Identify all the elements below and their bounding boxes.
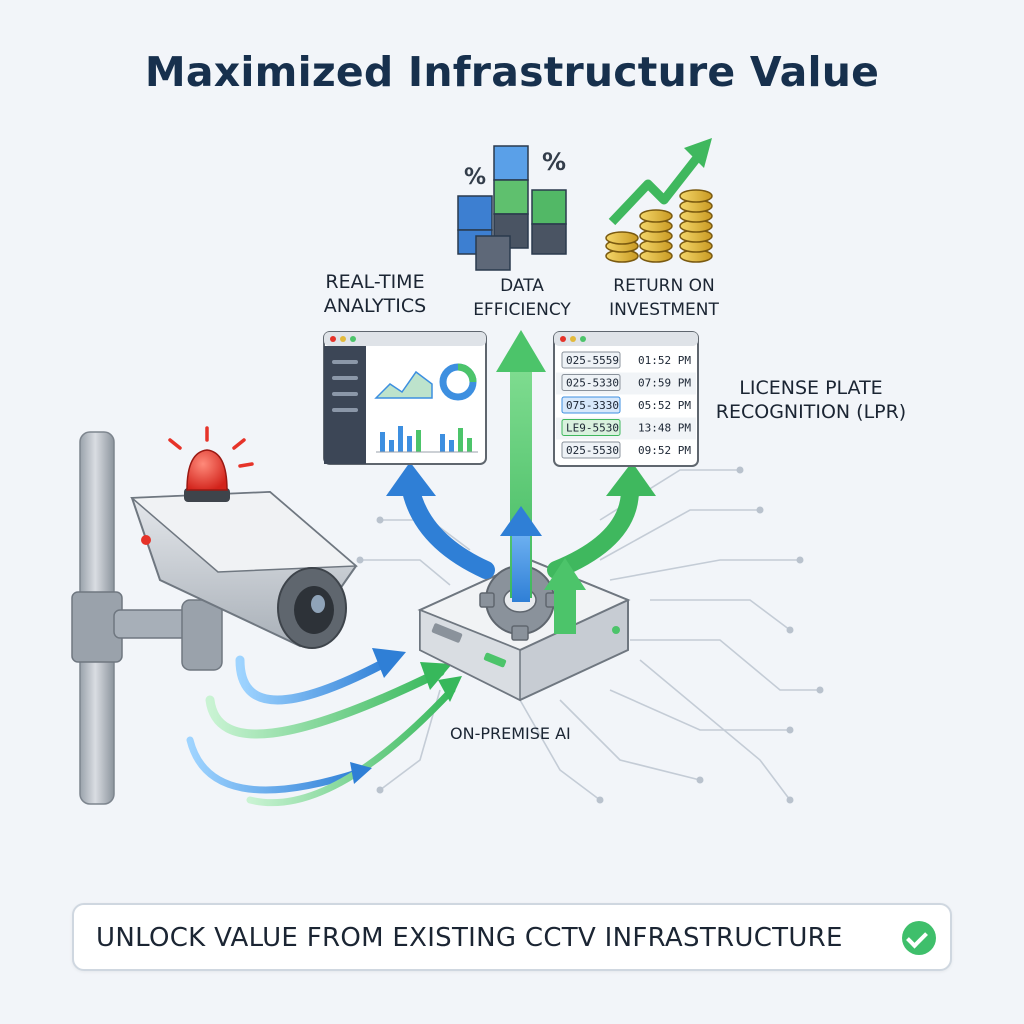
plate-number: 025-5559	[566, 354, 619, 367]
output-arrow-lpr	[544, 462, 656, 634]
check-circle-icon	[902, 921, 936, 955]
data-cubes-icon	[457, 145, 567, 271]
label-lpr: LICENSE PLATE RECOGNITION (LPR)	[715, 377, 907, 423]
plate-number: 025-5330	[566, 377, 619, 390]
label-realtime-analytics: REAL-TIME ANALYTICS	[323, 271, 427, 317]
lpr-panel: 025-5559 01:52 PM 025-5330 07:59 PM 075-3330…	[553, 331, 699, 467]
plate-time: 13:48 PM	[638, 422, 691, 435]
plate-tag	[561, 441, 621, 459]
camera-pole	[71, 431, 205, 805]
circuit-traces	[360, 469, 820, 801]
coin-stack-icon	[605, 189, 713, 263]
label-on-premise-ai: ON-PREMISE AI	[450, 724, 571, 743]
plate-time: 05:52 PM	[638, 399, 691, 412]
plate-tag	[561, 374, 621, 391]
banner-text: UNLOCK VALUE FROM EXISTING CCTV INFRASTR…	[96, 923, 843, 953]
plate-tag	[561, 419, 621, 436]
label-data-efficiency: DATA EFFICIENCY	[473, 276, 571, 320]
camera-stream-arrows	[186, 655, 456, 807]
page-title: Maximized Infrastructure Value	[144, 48, 880, 96]
output-arrow-realtime	[386, 462, 495, 579]
stream-arrowheads	[350, 648, 462, 784]
cctv-camera-icon	[130, 490, 358, 671]
alarm-light-icon	[168, 426, 254, 502]
roi-growth-arrow-icon	[608, 138, 712, 226]
label-roi: RETURN ON INVESTMENT	[609, 276, 719, 320]
plate-time: 01:52 PM	[638, 354, 691, 367]
plate-tag	[561, 396, 621, 414]
plate-number: 075-3330	[566, 399, 619, 412]
plate-time: 07:59 PM	[638, 377, 691, 390]
analytics-dashboard-icon	[323, 331, 487, 465]
output-arrow-data-efficiency	[496, 330, 546, 602]
circuit-nodes	[356, 466, 824, 804]
plate-tag	[561, 351, 621, 369]
plate-number: LE9-5530	[566, 422, 619, 435]
percent-left-icon: %	[464, 165, 486, 190]
cta-banner: UNLOCK VALUE FROM EXISTING CCTV INFRASTR…	[72, 903, 952, 971]
plate-number: 025-5530	[566, 444, 619, 457]
percent-right-icon: %	[542, 148, 566, 176]
plate-time: 09:52 PM	[638, 444, 691, 457]
